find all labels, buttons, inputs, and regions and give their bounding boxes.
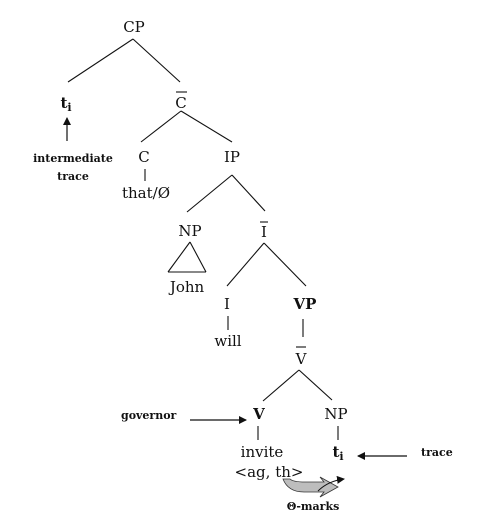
theta-arrow-icon	[282, 475, 345, 498]
edge-np-triangle	[167, 241, 191, 273]
node-np-subject: NP	[178, 222, 201, 240]
edge-cp-cbar	[132, 38, 181, 83]
label-governor: governor	[121, 409, 177, 422]
edge-ibar-i	[226, 242, 265, 287]
node-object-trace: ti	[332, 443, 343, 463]
node-v-word: invite	[241, 443, 284, 461]
node-ip: IP	[224, 148, 240, 166]
tree-edges	[67, 38, 339, 440]
node-c-bar: C	[175, 94, 186, 112]
label-trace: trace	[421, 446, 453, 459]
node-spec-trace: ti	[60, 94, 71, 114]
edge-vbar-np	[298, 369, 333, 401]
edge-cbar-c	[140, 110, 182, 143]
edge-cbar-ip	[180, 110, 233, 143]
node-np-subject-word: John	[168, 278, 205, 296]
tree-nodes: CP ti C C that/Ø IP NP John I I will VP …	[60, 18, 347, 481]
label-theta-marks: Θ-marks	[287, 500, 340, 513]
edge-ip-np	[186, 174, 233, 213]
node-c-head: C	[138, 148, 149, 166]
edge-np-triangle-right	[189, 241, 207, 273]
node-v-theta-grid: <ag, th>	[235, 463, 304, 481]
edge-vbar-v	[262, 369, 300, 402]
node-i-head: I	[224, 295, 230, 313]
node-np-object: NP	[324, 405, 347, 423]
edge-ip-ibar	[231, 174, 266, 212]
node-vp: VP	[293, 295, 317, 313]
node-cp: CP	[123, 18, 145, 36]
node-v-head: V	[252, 405, 265, 423]
label-intermediate: intermediate	[33, 152, 113, 165]
edge-cp-spec	[67, 38, 134, 83]
node-c-word: that/Ø	[122, 184, 170, 202]
label-intermediate-trace: trace	[57, 170, 89, 183]
node-v-bar: V	[295, 350, 308, 368]
node-i-word: will	[214, 332, 241, 350]
annotations: intermediate trace governor trace Θ-mark…	[33, 117, 453, 513]
node-i-bar: I	[261, 223, 267, 241]
edge-ibar-vp	[263, 242, 307, 287]
